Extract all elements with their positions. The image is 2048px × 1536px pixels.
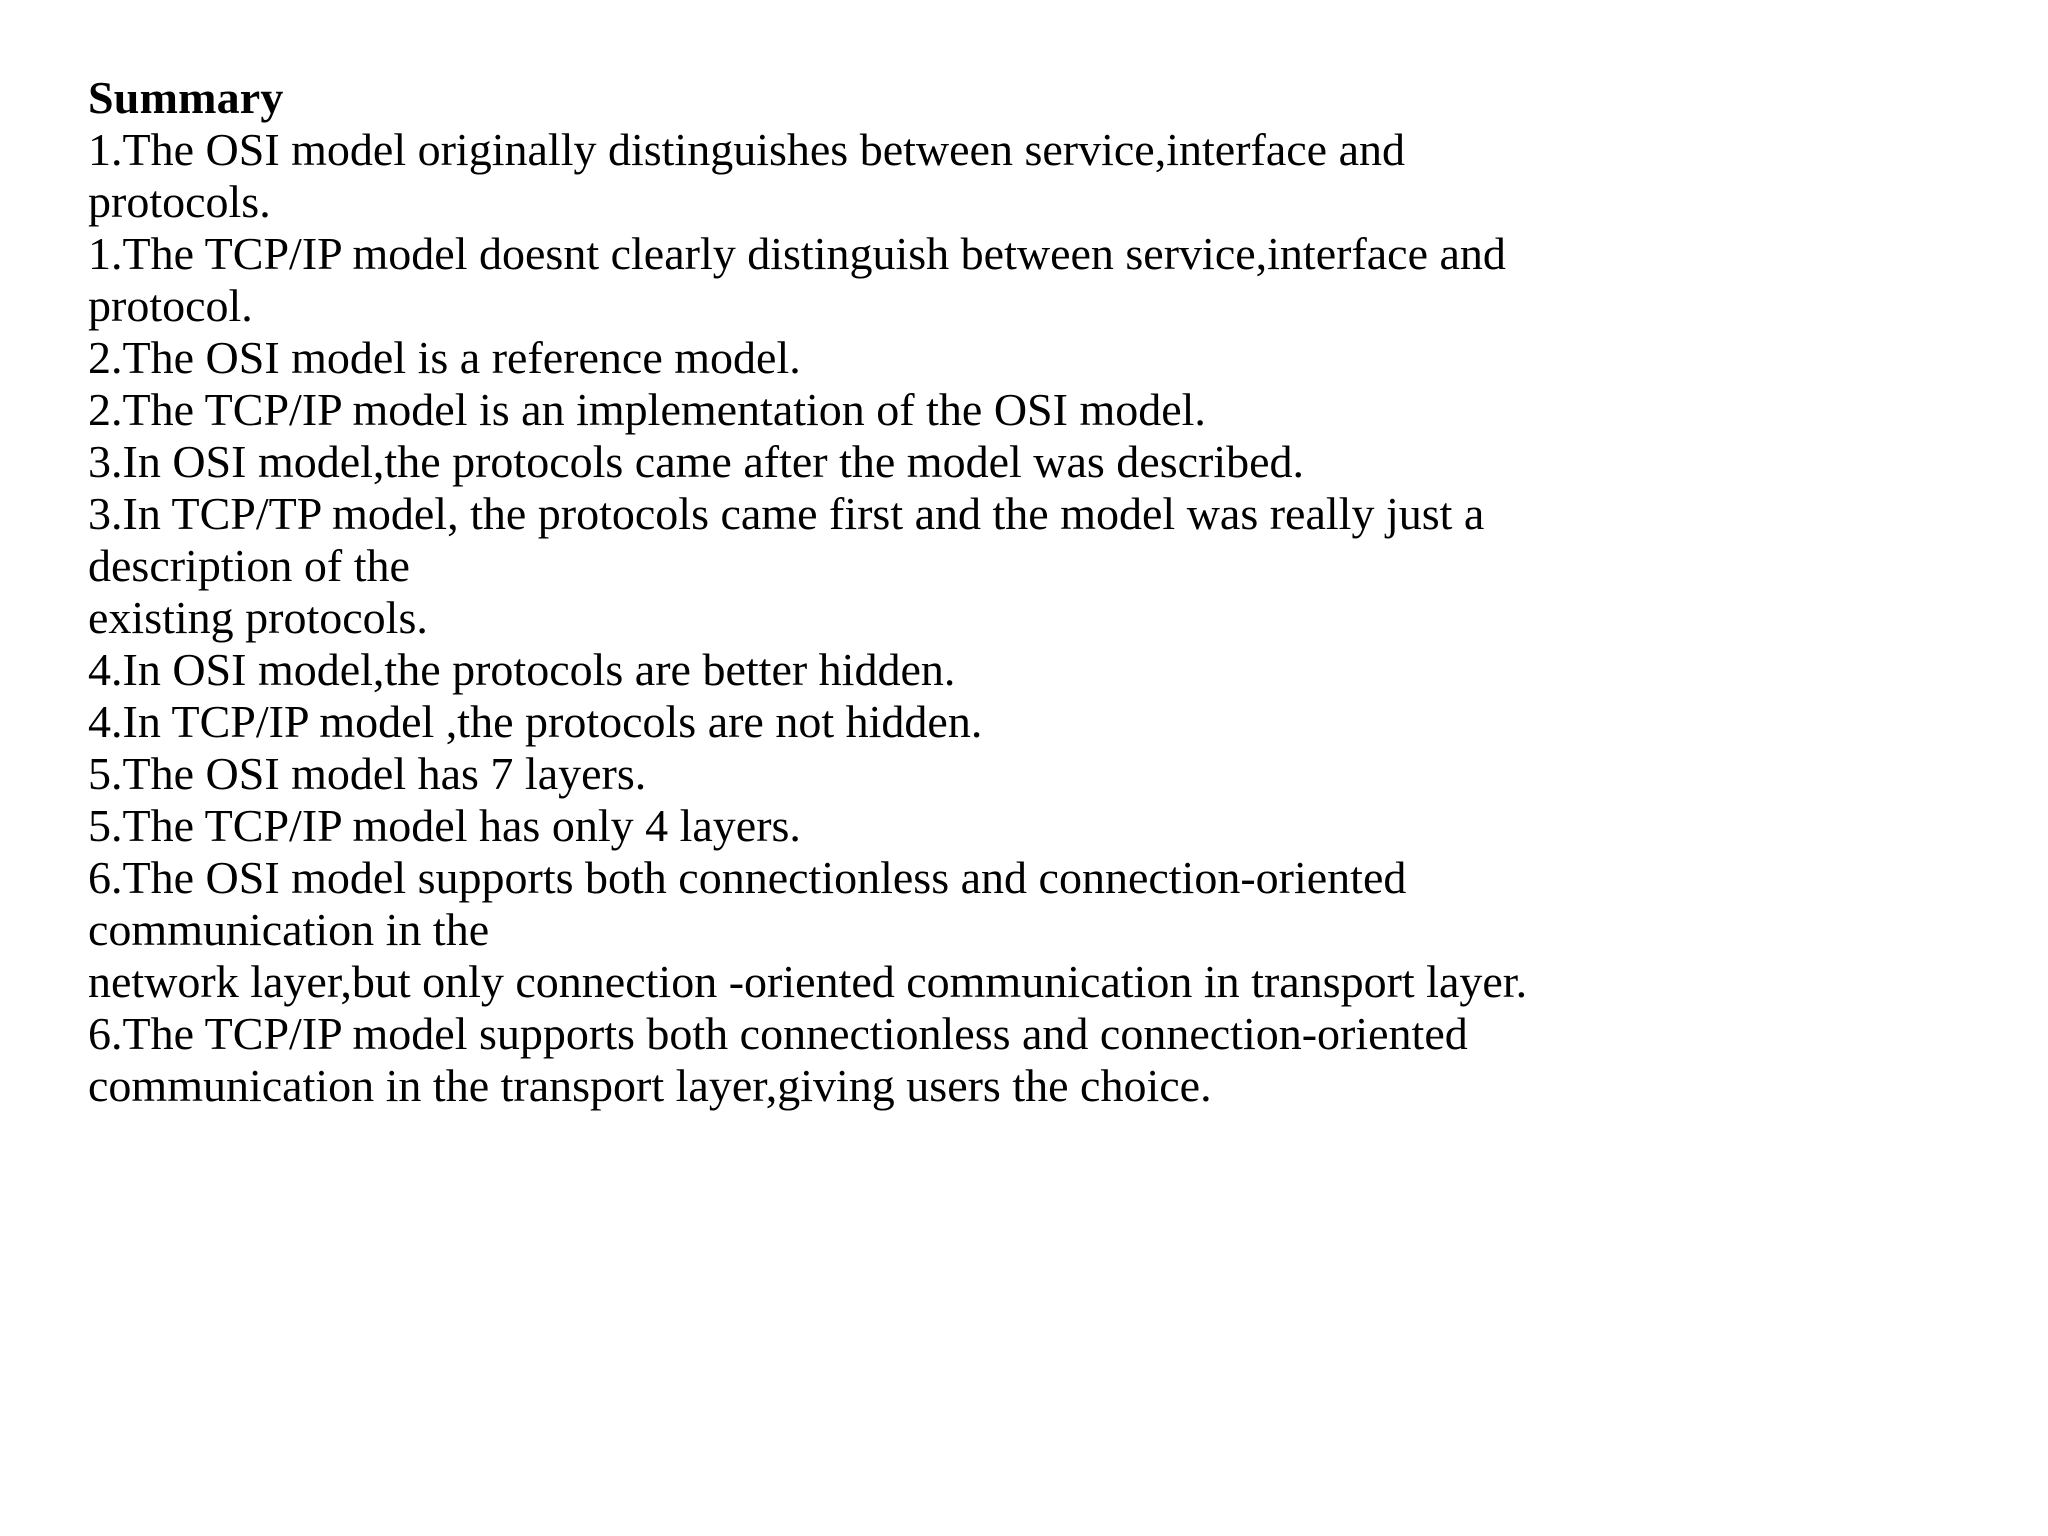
summary-line: 6.The OSI model supports both connection… xyxy=(88,852,1407,903)
summary-section: Summary 1.The OSI model originally disti… xyxy=(88,72,1988,1112)
summary-line: 6.The TCP/IP model supports both connect… xyxy=(88,1008,1468,1059)
summary-line: 2.The OSI model is a reference model. xyxy=(88,332,801,383)
summary-line: 5.The OSI model has 7 layers. xyxy=(88,748,647,799)
summary-line: protocols. xyxy=(88,176,271,227)
summary-line: network layer,but only connection -orien… xyxy=(88,956,1528,1007)
summary-line: existing protocols. xyxy=(88,592,428,643)
summary-line: 5.The TCP/IP model has only 4 layers. xyxy=(88,800,801,851)
summary-line: 3.In TCP/TP model, the protocols came fi… xyxy=(88,488,1485,539)
summary-line: 4.In TCP/IP model ,the protocols are not… xyxy=(88,696,983,747)
summary-line: 4.In OSI model,the protocols are better … xyxy=(88,644,956,695)
summary-line: communication in the transport layer,giv… xyxy=(88,1060,1212,1111)
summary-line: communication in the xyxy=(88,904,490,955)
summary-line: 2.The TCP/IP model is an implementation … xyxy=(88,384,1206,435)
summary-line: 3.In OSI model,the protocols came after … xyxy=(88,436,1305,487)
summary-line: description of the xyxy=(88,540,410,591)
summary-line: 1.The OSI model originally distinguishes… xyxy=(88,124,1405,175)
summary-line: protocol. xyxy=(88,280,253,331)
page-title: Summary xyxy=(88,72,284,123)
summary-line: 1.The TCP/IP model doesnt clearly distin… xyxy=(88,228,1506,279)
summary-line-list: 1.The OSI model originally distinguishes… xyxy=(88,124,1988,1112)
